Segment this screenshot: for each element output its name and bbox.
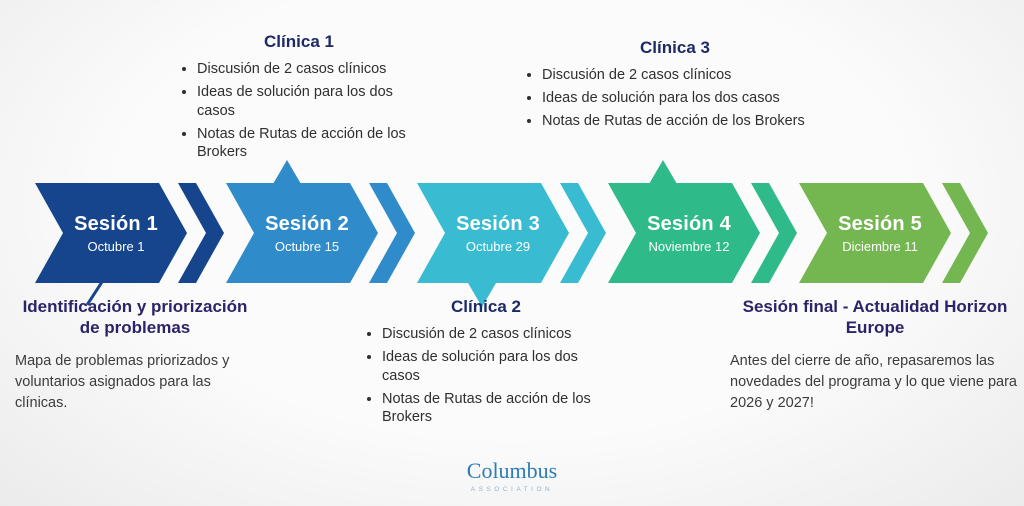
session-5-note-block: Sesión final - Actualidad Horizon Europe… [730, 296, 1020, 414]
clinic-bullet-item: Notas de Rutas de acción de los Brokers [542, 112, 830, 131]
session-5-note-title: Sesión final - Actualidad Horizon Europe [742, 297, 1008, 338]
clinic-bullet-item: Discusión de 2 casos clínicos [542, 66, 830, 85]
clinic-2-list: Discusión de 2 casos clínicos Ideas de s… [360, 325, 612, 427]
clinic-bullet-item: Notas de Rutas de acción de los Brokers [382, 390, 612, 428]
clinic-bullet-item: Ideas de solución para los dos casos [197, 83, 423, 121]
session-title: Sesión 3 [456, 212, 540, 235]
session-date: Octubre 29 [465, 238, 531, 254]
session-1-arrow: Sesión 1 Octubre 1 [35, 183, 187, 283]
session-title: Sesión 5 [838, 212, 922, 235]
clinic-3-connector-triangle [649, 160, 677, 184]
session-title: Sesión 4 [647, 212, 731, 235]
session-title: Sesión 1 [74, 212, 158, 235]
clinic-bullet-item: Ideas de solución para los dos casos [542, 89, 830, 108]
logo-subtitle: ASSOCIATION [470, 486, 554, 493]
clinic-bullet-item: Discusión de 2 casos clínicos [197, 60, 423, 79]
session-date: Octubre 1 [87, 238, 145, 254]
clinic-3-list: Discusión de 2 casos clínicos Ideas de s… [520, 66, 830, 131]
session-1-note-title: Identificación y priorización de problem… [22, 297, 248, 338]
clinic-bullet-item: Discusión de 2 casos clínicos [382, 325, 612, 344]
session-1-note-block: Identificación y priorización de problem… [15, 296, 255, 414]
logo-wordmark: Columbus [466, 458, 558, 483]
session-3-arrow: Sesión 3 Octubre 29 [417, 183, 569, 283]
session-5-arrow: Sesión 5 Diciembre 11 [799, 183, 951, 283]
clinic-2-title: Clínica 2 [451, 297, 521, 316]
clinic-bullet-item: Ideas de solución para los dos casos [382, 348, 612, 386]
clinic-2-connector-triangle [468, 283, 496, 307]
session-date: Octubre 15 [274, 238, 340, 254]
clinic-bullet-item: Notas de Rutas de acción de los Brokers [197, 125, 423, 163]
session-5-note-body: Antes del cierre de año, repasaremos las… [730, 352, 1017, 411]
session-date: Noviembre 12 [648, 238, 730, 254]
session-4-arrow: Sesión 4 Noviembre 12 [608, 183, 760, 283]
session-title: Sesión 2 [265, 212, 349, 235]
clinic-1-list: Discusión de 2 casos clínicos Ideas de s… [175, 60, 423, 162]
clinic-1-title: Clínica 1 [264, 32, 334, 51]
clinic-1-connector-triangle [273, 160, 301, 184]
session-1-note-body: Mapa de problemas priorizados y voluntar… [15, 352, 230, 411]
clinic-1-block: Clínica 1 Discusión de 2 casos clínicos … [175, 32, 423, 166]
columbus-logo: Columbus ASSOCIATION [0, 458, 1024, 493]
clinic-3-title: Clínica 3 [640, 38, 710, 57]
clinic-2-block: Clínica 2 Discusión de 2 casos clínicos … [360, 297, 612, 431]
session-2-arrow: Sesión 2 Octubre 15 [226, 183, 378, 283]
session-date: Diciembre 11 [842, 238, 918, 254]
clinic-3-block: Clínica 3 Discusión de 2 casos clínicos … [520, 38, 830, 135]
